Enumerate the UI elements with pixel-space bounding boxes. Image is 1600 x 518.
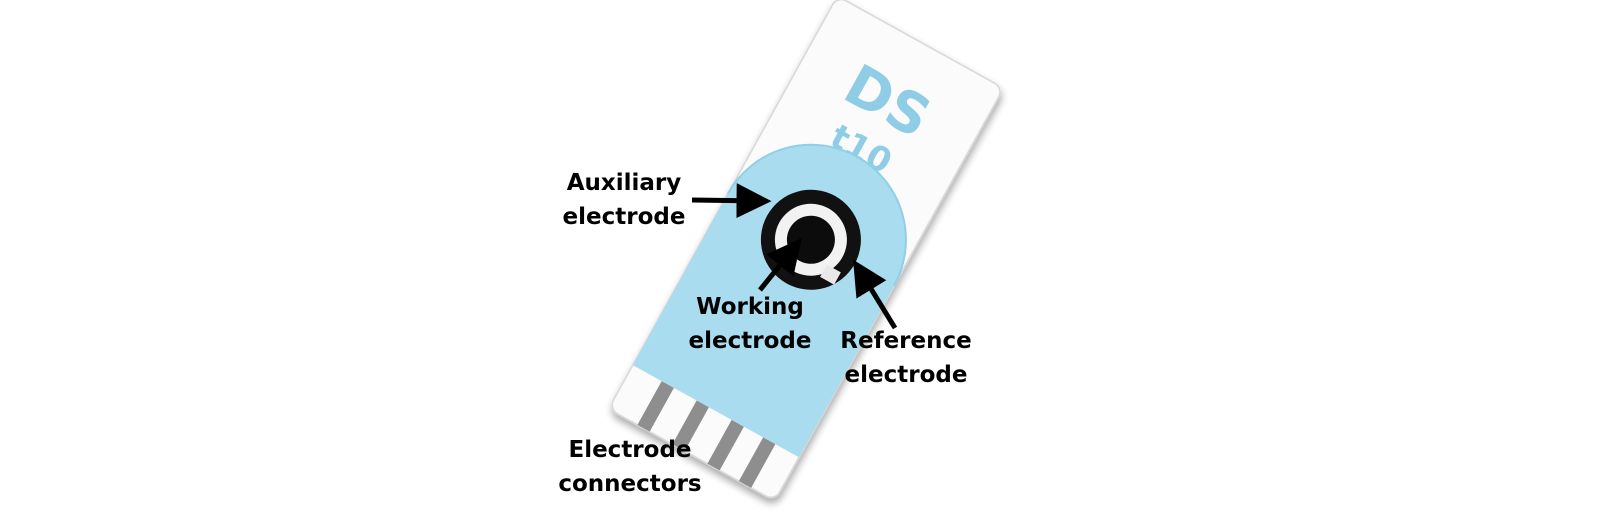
arrow-auxiliary <box>691 183 772 219</box>
arrow-working <box>758 238 802 292</box>
label-auxiliary-line2: electrode <box>562 204 686 230</box>
connector-pad <box>707 419 744 471</box>
test-strip: DS t10 <box>611 0 1001 499</box>
label-auxiliary-line1: Auxiliary <box>566 170 682 196</box>
label-working-line1: Working <box>696 294 804 320</box>
reference-lead <box>820 264 841 285</box>
label-electrode-connectors: Electrode connectors <box>548 433 712 501</box>
label-reference-line2: electrode <box>844 362 968 388</box>
connector-pad <box>637 381 674 432</box>
label-working-line2: electrode <box>688 328 812 354</box>
label-reference-electrode: Reference electrode <box>828 324 984 392</box>
label-connectors-line1: Electrode <box>568 437 692 463</box>
electrode-connectors <box>637 381 776 488</box>
label-working-electrode: Working electrode <box>672 290 828 358</box>
connector-pad <box>738 437 776 488</box>
label-auxiliary-electrode: Auxiliary electrode <box>548 166 700 234</box>
arrow-reference <box>853 259 898 330</box>
label-connectors-line2: connectors <box>558 471 702 497</box>
connector-pad <box>672 400 709 452</box>
label-reference-line1: Reference <box>840 328 972 354</box>
